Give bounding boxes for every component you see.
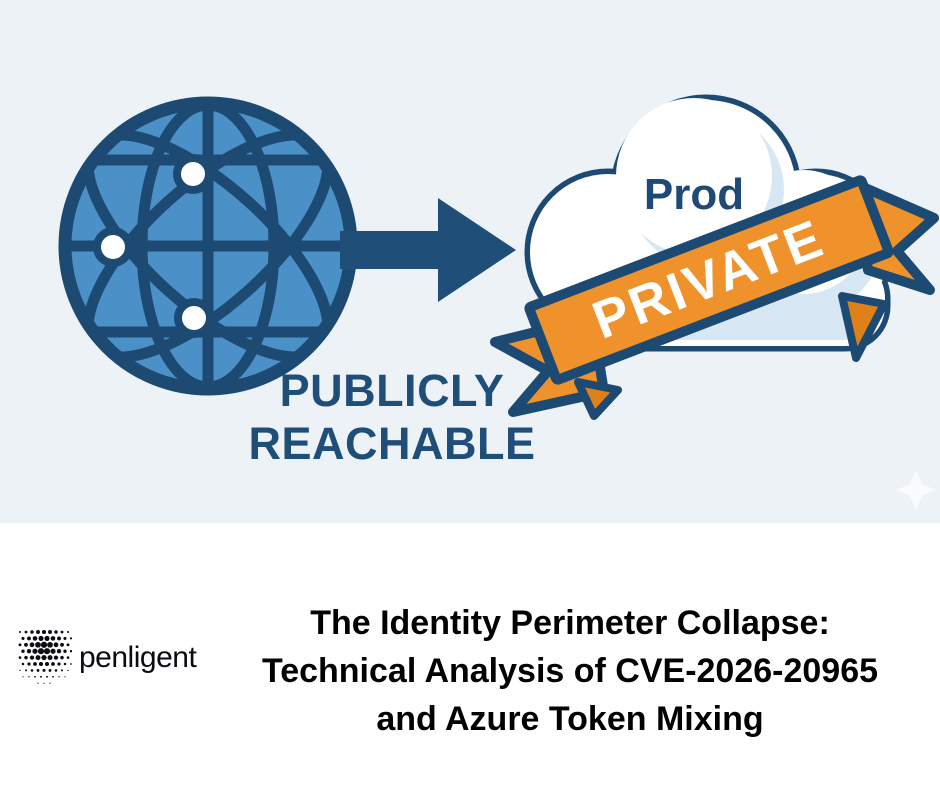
globe-network-icon — [58, 96, 358, 396]
caption-publicly-reachable: PUBLICLY REACHABLE — [222, 364, 562, 470]
penligent-logo-icon — [18, 629, 72, 684]
cloud-label: Prod — [644, 170, 744, 219]
footer: penligent The Identity Perimeter Collaps… — [0, 523, 940, 788]
hero-graphic: Prod PRIVATE — [58, 94, 939, 510]
title-line-1: The Identity Perimeter Collapse: — [310, 604, 830, 642]
title-line-2: Technical Analysis of CVE-2026-20965 — [261, 652, 879, 690]
right-arrow-icon — [340, 198, 516, 302]
caption-line-2: REACHABLE — [248, 418, 536, 469]
globe-node-dots — [93, 154, 214, 338]
hero-illustration: Prod PRIVATE PUBLICLY — [0, 0, 940, 523]
article-title: The Identity Perimeter Collapse: Technic… — [230, 599, 910, 743]
sparkle-icon — [896, 470, 936, 510]
penligent-logo: penligent — [16, 625, 197, 691]
ribbon-right-fold — [838, 292, 888, 362]
caption-line-1: PUBLICLY — [279, 365, 505, 416]
ribbon-left-fold — [574, 378, 622, 420]
penligent-logo-text: penligent — [79, 641, 197, 674]
title-line-3: and Azure Token Mixing — [376, 700, 764, 738]
